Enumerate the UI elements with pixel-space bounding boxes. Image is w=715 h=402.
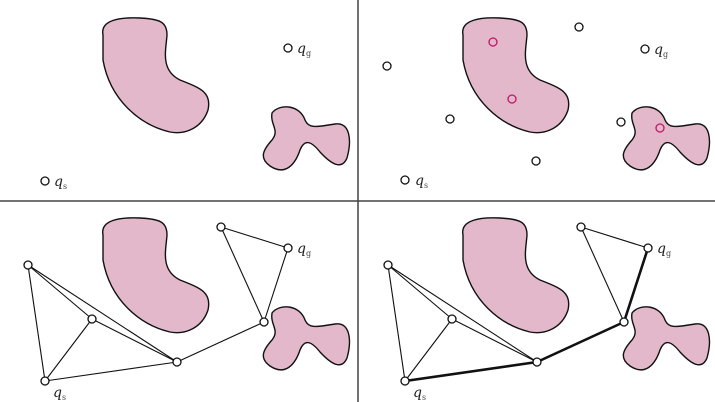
path-edge (404, 360, 538, 383)
roadmap-node (619, 317, 629, 327)
edge (263, 247, 289, 323)
panel-sampling: qs qg (382, 17, 711, 190)
path-edge (622, 247, 650, 323)
sample-node (531, 156, 541, 166)
edge (387, 264, 453, 320)
obstacle-small (622, 306, 711, 371)
obstacle-large (461, 217, 570, 334)
colliding-sample (488, 37, 498, 47)
start-node (40, 376, 50, 386)
start-node (400, 376, 410, 386)
goal-node (640, 44, 650, 54)
sample-node (382, 61, 392, 71)
start-node (40, 176, 50, 186)
roadmap-node (383, 260, 393, 270)
edge (220, 226, 289, 249)
colliding-sample (655, 123, 665, 133)
start-label: qs (415, 173, 428, 190)
roadmap-node (216, 222, 226, 232)
edge (387, 264, 538, 363)
goal-label: qg (297, 241, 311, 258)
edge (387, 264, 406, 382)
start-node (400, 175, 410, 185)
roadmap-node (23, 260, 33, 270)
solution-path (404, 247, 650, 383)
path-edge (536, 320, 625, 364)
panel-roadmap: qs qg (23, 217, 351, 402)
edge (176, 321, 265, 363)
edge (580, 226, 625, 323)
edge (451, 318, 538, 363)
obstacle-large (461, 17, 570, 134)
edge (220, 226, 265, 323)
edge (580, 226, 649, 249)
roadmap-node (576, 222, 586, 232)
roadmap-node (532, 357, 542, 367)
edge (27, 264, 93, 320)
roadmap-node (259, 317, 269, 327)
edge (44, 361, 178, 382)
roadmap-edges (387, 226, 649, 382)
obstacle-small (262, 106, 351, 171)
panel-path: qs qg (383, 217, 711, 402)
goal-label: qg (657, 241, 671, 258)
sample-node (616, 117, 626, 127)
roadmap-node (87, 314, 97, 324)
start-label: qs (53, 385, 66, 402)
goal-label: qg (297, 41, 311, 58)
edge (404, 318, 453, 382)
edge (91, 318, 178, 363)
goal-label: qg (654, 42, 668, 59)
sample-node (445, 114, 455, 124)
edge (27, 264, 178, 363)
start-label: qs (54, 174, 67, 191)
roadmap-edges (27, 226, 289, 382)
roadmap-node (447, 314, 457, 324)
obstacle-small (262, 306, 351, 371)
goal-node (283, 43, 293, 53)
start-label: qs (413, 385, 426, 402)
goal-node (283, 243, 293, 253)
edge (44, 318, 93, 382)
sample-node (574, 22, 584, 32)
panel-problem: qs qg (40, 17, 351, 191)
edge (27, 264, 46, 382)
obstacle-small (622, 106, 711, 171)
roadmap-node (172, 357, 182, 367)
colliding-sample (507, 94, 517, 104)
obstacle-large (101, 217, 210, 334)
goal-node (643, 243, 653, 253)
obstacle-large (101, 17, 210, 134)
